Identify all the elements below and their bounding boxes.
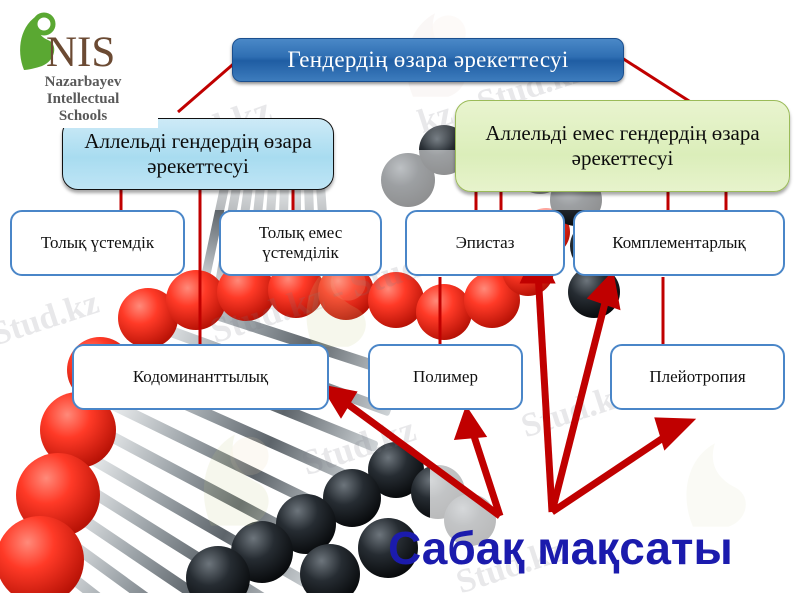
nis-full-name: Nazarbayev Intellectual Schools [8, 74, 158, 124]
node-label-tolyk-ustemdik: Толық үстемдік [40, 232, 155, 252]
nis-name-line-3: Schools [58, 107, 108, 124]
nis-acronym: NIS [46, 29, 116, 76]
category-label-allelic: Аллельді гендердің өзара әрекеттесуі [84, 129, 312, 178]
node-komplementarlyq[interactable]: Комплементарлық [573, 210, 785, 276]
node-label-komplementarlyq: Комплементарлық [612, 232, 746, 252]
nis-name-line-2: Intellectual [46, 90, 120, 107]
node-label-kodominanttylyq: Кодоминанттылық [132, 366, 269, 386]
node-label-tolyk-emes-ustemdilik: Толық емес үстемділік [258, 222, 343, 262]
node-label-pleiotropia: Плейотропия [649, 366, 746, 386]
category-box-non-allelic[interactable]: Аллельді емес гендердің өзара әрекеттесу… [455, 100, 790, 192]
nis-logo: NIS Nazarbayev Intellectual Schools [8, 6, 158, 128]
node-label-epistaz: Эпистаз [455, 232, 515, 252]
node-epistaz[interactable]: Эпистаз [405, 210, 565, 276]
node-pleiotropia[interactable]: Плейотропия [610, 344, 785, 410]
node-tolyk-emes-ustemdilik[interactable]: Толық емес үстемділік [219, 210, 382, 276]
lesson-goal-heading: Сабақ мақсаты [388, 522, 733, 574]
node-tolyk-ustemdik[interactable]: Толық үстемдік [10, 210, 185, 276]
category-label-non-allelic: Аллельді емес гендердің өзара әрекеттесу… [485, 120, 760, 170]
node-kodominanttylyq[interactable]: Кодоминанттылық [72, 344, 329, 410]
diagram-title-box: Гендердің өзара әрекеттесуі [232, 38, 624, 82]
node-label-polimer: Полимер [413, 366, 478, 386]
category-box-allelic[interactable]: Аллельді гендердің өзара әрекеттесуі [62, 118, 334, 190]
nis-leaf-icon [20, 12, 56, 70]
nis-name-line-1: Nazarbayev [44, 74, 122, 90]
node-polimer[interactable]: Полимер [368, 344, 523, 410]
diagram-title-label: Гендердің өзара әрекеттесуі [287, 47, 569, 72]
